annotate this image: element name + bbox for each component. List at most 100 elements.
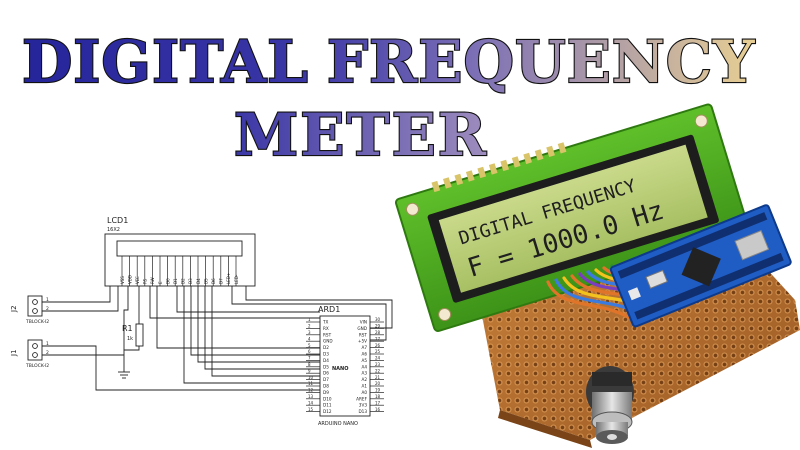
lcd-pin-label: RS bbox=[143, 278, 148, 284]
ard-left-pin-name: D8 bbox=[323, 384, 329, 389]
ard-left-pin-num: 9 bbox=[308, 368, 311, 373]
ard-right-pin-name: A3 bbox=[361, 371, 367, 376]
lcd-pin-label: D7 bbox=[219, 278, 224, 284]
j2-pin2: 2 bbox=[46, 306, 49, 312]
ard-left-pin-name: D3 bbox=[323, 352, 329, 357]
ard-left-pin-name: D7 bbox=[323, 377, 329, 382]
ard-left-pin-num: 3 bbox=[308, 330, 311, 335]
j2-terminal-block bbox=[27, 295, 43, 317]
lcd-module: DIGITAL FREQUENCY F = 1000.0 Hz bbox=[394, 103, 751, 332]
j1-pin1: 1 bbox=[46, 341, 49, 347]
ard-left-pin-name: D2 bbox=[323, 345, 329, 350]
ard-left-pin-name: D11 bbox=[323, 403, 332, 408]
ard-right-pin-num: 19 bbox=[375, 388, 381, 393]
ard-left-pin-name: D5 bbox=[323, 364, 329, 369]
ard-left-pin-name: TX bbox=[322, 320, 329, 325]
ard-left-pin-num: 13 bbox=[308, 394, 314, 399]
lcd-pin-label: RW bbox=[150, 277, 155, 284]
lcd-symbol bbox=[104, 233, 256, 287]
r1-value-label: 1k bbox=[127, 336, 133, 342]
ard-right-pin-name: RST bbox=[359, 332, 368, 337]
ard-right-pin-name: D13 bbox=[358, 409, 367, 414]
ard-right-pin-name: A1 bbox=[361, 384, 367, 389]
ard-left-pin-num: 10 bbox=[308, 375, 314, 380]
ard-logo: NANO bbox=[332, 366, 349, 372]
lcd-pin-label: LED- bbox=[234, 274, 239, 284]
lcd-pin-label: D4 bbox=[196, 278, 201, 284]
ard-right-pin-name: +5V bbox=[358, 339, 367, 344]
ard-right-pin-num: 17 bbox=[375, 400, 381, 405]
ard-left-pin-name: RX bbox=[323, 326, 329, 331]
ard-left-pin-name: D6 bbox=[323, 371, 329, 376]
bnc-connector bbox=[586, 366, 634, 444]
ground-symbol bbox=[118, 371, 130, 379]
ard-right-pin-name: A6 bbox=[361, 352, 367, 357]
lcd-pin-label: D2 bbox=[181, 278, 186, 284]
ard-left-pin-name: D12 bbox=[323, 409, 332, 414]
ard-right-pin-name: A4 bbox=[361, 364, 367, 369]
lcd-pin-label: VSS bbox=[120, 276, 125, 284]
ard-right-pin-num: 23 bbox=[375, 362, 381, 367]
j2-pin1: 1 bbox=[46, 297, 49, 303]
ard-right-pin-name: A2 bbox=[361, 377, 367, 382]
j1-terminal-block bbox=[27, 339, 43, 361]
ard-right-pin-num: 25 bbox=[375, 349, 381, 354]
ard-left-pin-num: 2 bbox=[308, 324, 311, 329]
lcd-type-label: 16X2 bbox=[107, 227, 120, 233]
lcd-pin-label: D6 bbox=[211, 278, 216, 284]
ard-left-pin-num: 7 bbox=[308, 356, 311, 361]
ard-right-pin-num: 16 bbox=[375, 407, 381, 412]
ard-left-pin-num: 1 bbox=[308, 317, 311, 322]
ard-left-pin-name: D4 bbox=[323, 358, 329, 363]
ard-right-pin-name: A0 bbox=[361, 390, 367, 395]
ard-right-pin-name: 3V3 bbox=[359, 403, 368, 408]
ard-right-pin-name: VIN bbox=[360, 320, 367, 325]
ard-left-pin-num: 15 bbox=[308, 407, 314, 412]
ard-right-pin-num: 28 bbox=[375, 330, 381, 335]
ard-right-pin-num: 21 bbox=[375, 375, 381, 380]
arduino-symbol bbox=[319, 315, 371, 417]
ard-right-pin-num: 27 bbox=[375, 336, 381, 341]
ard-left-pin-num: 4 bbox=[308, 336, 311, 341]
ard-right-pin-name: A5 bbox=[361, 358, 367, 363]
ard-left-pin-num: 14 bbox=[308, 400, 314, 405]
ard-right-pin-num: 24 bbox=[375, 356, 381, 361]
ard-right-pin-num: 22 bbox=[375, 368, 381, 373]
lcd-pin-label: VDD bbox=[127, 275, 132, 284]
lcd-pin-label: E bbox=[158, 281, 163, 284]
resistor-r1 bbox=[135, 323, 144, 347]
lcd-pin-label: D5 bbox=[203, 278, 208, 284]
ard-right-pin-name: A7 bbox=[361, 345, 367, 350]
ard-left-pin-name: GND bbox=[323, 339, 333, 344]
arduino-nano-board bbox=[609, 204, 792, 328]
ard-name-label: ARDUINO NANO bbox=[318, 421, 358, 427]
ard-right-pin-num: 29 bbox=[375, 324, 381, 329]
lcd-pin-label: D1 bbox=[173, 278, 178, 284]
ard-right-pin-num: 18 bbox=[375, 394, 381, 399]
ard-left-pin-name: RST bbox=[323, 332, 332, 337]
ard-left-pin-name: D9 bbox=[323, 390, 329, 395]
ard-left-pin-num: 5 bbox=[308, 343, 311, 348]
j1-type-label: TBLOCK-I2 bbox=[25, 363, 49, 369]
ard-ref-label: ARD1 bbox=[318, 305, 340, 314]
ard-left-pin-name: D10 bbox=[323, 396, 332, 401]
ard-left-pin-num: 8 bbox=[308, 362, 311, 367]
ard-left-pin-num: 11 bbox=[308, 381, 314, 386]
j1-ref-label: J1 bbox=[10, 349, 18, 357]
title-line2: METER bbox=[234, 101, 488, 169]
lcd-pin-label: VEE bbox=[135, 276, 140, 284]
lcd-pin-label: D0 bbox=[165, 278, 170, 284]
r1-ref-label: R1 bbox=[122, 324, 133, 333]
lcd-pin-label: D3 bbox=[188, 278, 193, 284]
ard-right-pin-name: GND bbox=[357, 326, 367, 331]
ard-right-pin-num: 30 bbox=[375, 317, 381, 322]
lcd-pin-label: LED+ bbox=[226, 273, 231, 284]
wires bbox=[42, 286, 393, 391]
